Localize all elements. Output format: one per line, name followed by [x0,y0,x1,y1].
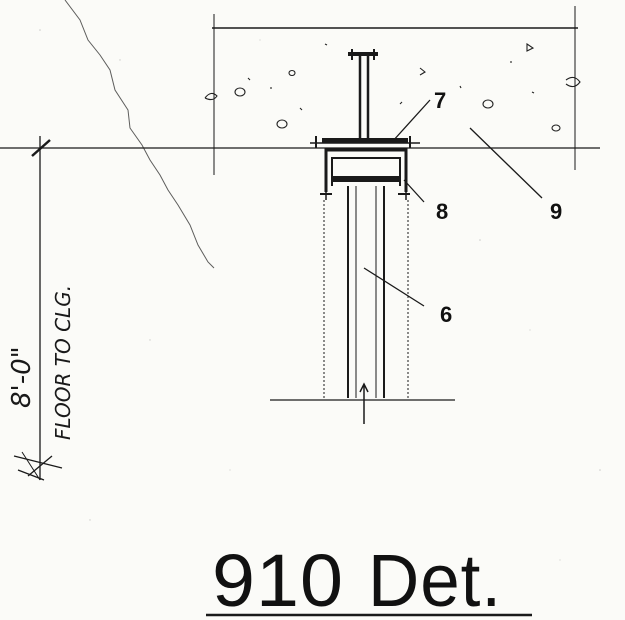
partition-stud [270,186,455,424]
callout-7: 7 [434,88,446,113]
ceiling-slab [0,6,600,175]
dimension-line [13,136,63,481]
dimension-label: FLOOR TO CLG. [51,285,75,440]
ceiling-runner [310,136,420,148]
hanger-rod [348,49,378,140]
callout-9: 9 [550,199,562,224]
paper-crack [64,0,215,269]
detail-label: Det. [368,539,502,620]
paper-texture [39,29,601,561]
callout-8: 8 [436,199,448,224]
dimension-value: 8'-0" [7,346,37,408]
detail-number: 910 [212,539,344,620]
head-track [320,148,410,200]
detail-title: 910 Det. [206,539,532,620]
concrete-hatch [204,42,581,132]
leader-lines [363,99,543,307]
callout-6: 6 [440,302,452,327]
